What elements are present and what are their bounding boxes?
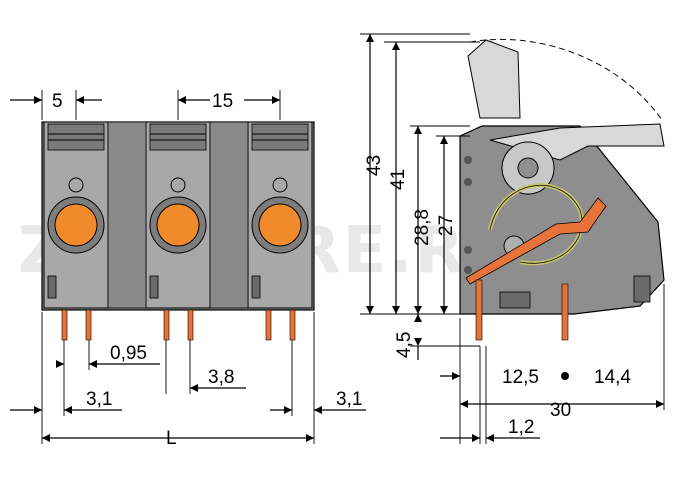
front-pins (61, 309, 296, 341)
dim-h27: 27 (436, 215, 457, 236)
contact-bar (465, 197, 607, 285)
dim-h41: 41 (388, 169, 409, 190)
dim-pitch-top: 5 (52, 91, 63, 112)
dim-overall: L (166, 428, 177, 449)
dim-d30: 30 (550, 400, 571, 421)
dim-pin-spacing: 3,8 (208, 367, 234, 388)
side-view: 43 41 28,8 27 4,5 12,5 14,4 30 (360, 33, 665, 444)
module-2 (145, 121, 211, 309)
lever-arc (469, 38, 663, 121)
dim-d125: 12,5 (502, 367, 539, 388)
module-3 (247, 121, 313, 309)
lever-open (467, 39, 521, 119)
module-1 (43, 121, 109, 309)
dim-edge-left: 3,1 (86, 389, 112, 410)
release-button-1 (54, 203, 98, 247)
release-button-2 (156, 203, 200, 247)
dim-h43: 43 (364, 155, 385, 176)
dim-pin45: 4,5 (394, 332, 415, 358)
dim-edge-right: 3,1 (336, 389, 362, 410)
dim-d12: 1,2 (508, 417, 534, 438)
dim-d144: 14,4 (594, 367, 631, 388)
release-button-3 (258, 203, 302, 247)
center-dot (561, 372, 569, 380)
dim-pitch-module: 15 (212, 91, 233, 112)
front-view: 5 15 0,95 3,8 3,1 3,1 (10, 90, 366, 449)
dim-h28: 28,8 (412, 209, 433, 246)
dim-pin-width: 0,95 (110, 343, 147, 364)
